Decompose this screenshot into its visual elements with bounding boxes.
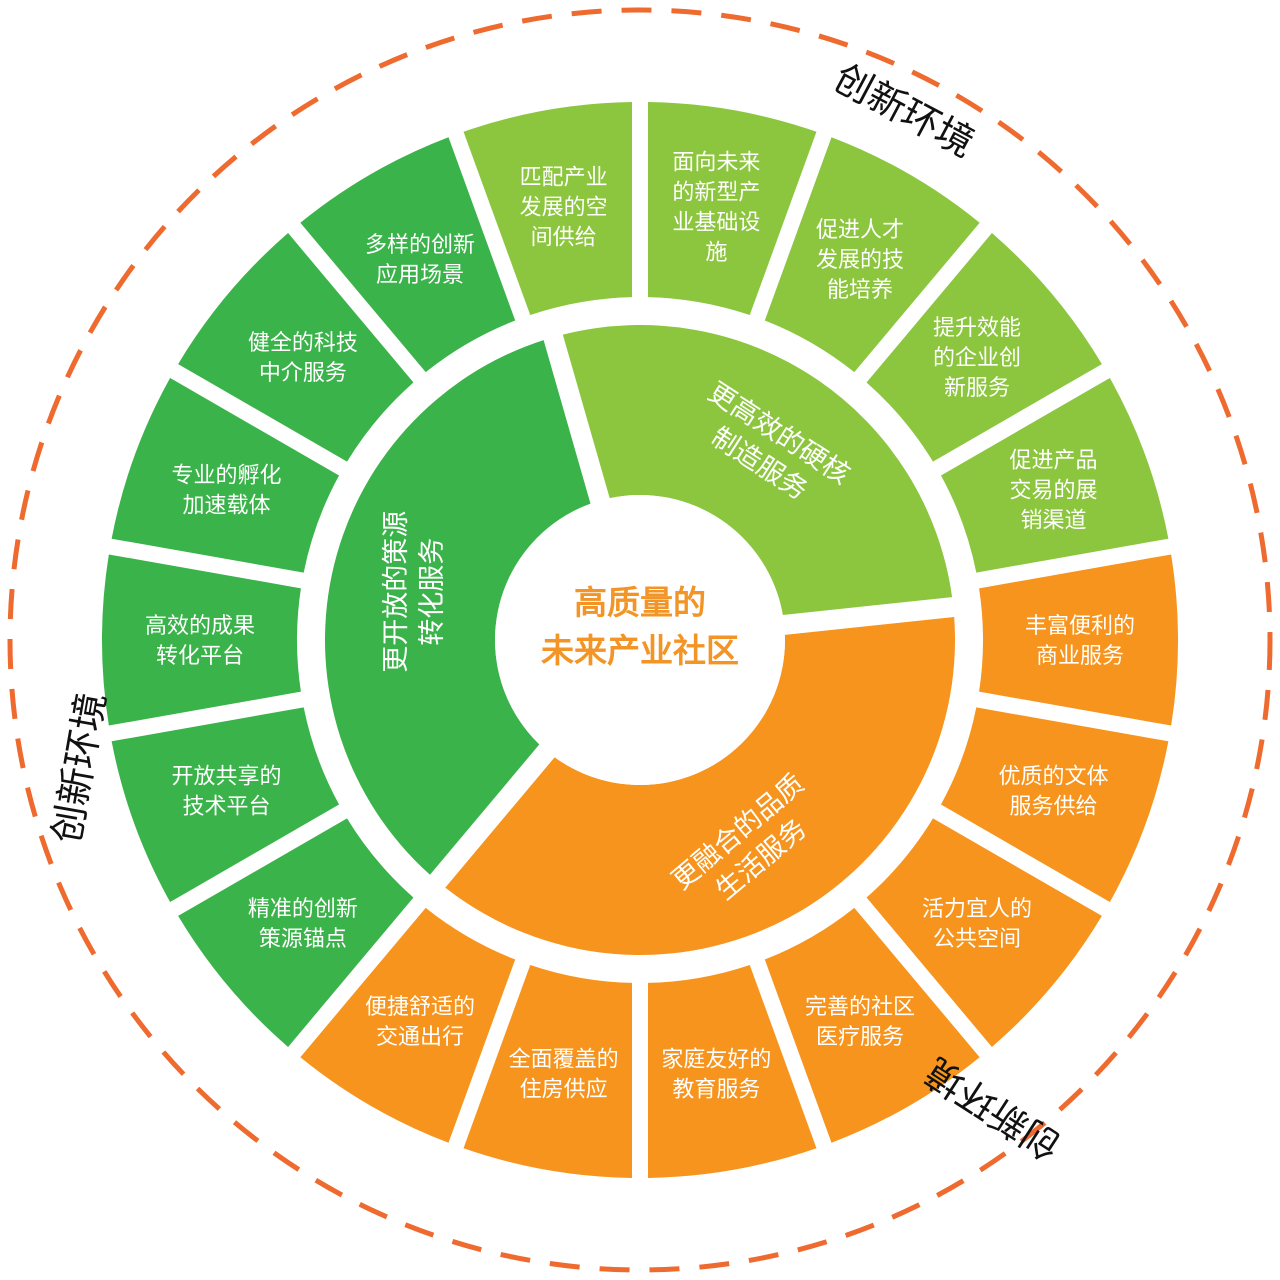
outer-segment-shape — [866, 233, 1102, 462]
environment-label-left: 创新环境 — [44, 689, 114, 846]
outer-segment-label: 中介服务 — [259, 361, 347, 386]
outer-segment-shape — [111, 377, 340, 573]
outer-segment-label: 施 — [705, 241, 727, 266]
inner-ring: 更高效的硬核制造服务更融合的品质生活服务更开放的策源转化服务 — [324, 324, 955, 955]
center-hub: 高质量的 未来产业社区 — [495, 495, 785, 785]
outer-segment-label: 医疗服务 — [816, 1025, 904, 1050]
outer-segment-label: 间供给 — [531, 226, 597, 251]
outer-segment-shape — [940, 377, 1169, 573]
outer-segment-label: 健全的科技 — [248, 331, 358, 356]
environment-label-bottom-right: 创新环境 — [917, 1049, 1068, 1169]
outer-segment-label: 匹配产业 — [520, 166, 608, 191]
outer-segment-label: 专业的孵化 — [172, 464, 282, 489]
outer-segment-label: 公共空间 — [933, 927, 1021, 952]
outer-segment-shape — [979, 554, 1178, 726]
center-title-line2: 未来产业社区 — [541, 631, 739, 670]
inner-segment-shape — [445, 617, 955, 955]
outer-segment-label: 加速载体 — [183, 494, 271, 519]
outer-segment-label: 能培养 — [827, 278, 893, 303]
outer-segment-label: 促进产品 — [1009, 449, 1097, 474]
outer-segment-label: 精准的创新 — [248, 897, 358, 922]
outer-segment-shape — [647, 102, 817, 316]
outer-segment-label: 交易的展 — [1009, 479, 1097, 504]
outer-segment-label: 活力宜人的 — [922, 897, 1032, 922]
outer-segment-label: 优质的文体 — [998, 764, 1108, 789]
outer-segment-label: 住房供应 — [520, 1077, 608, 1102]
outer-segment-shape — [111, 707, 340, 903]
outer-segment-label: 应用场景 — [376, 263, 464, 288]
outer-segment-shape — [300, 137, 516, 373]
outer-segment-shape — [463, 964, 633, 1178]
outer-segment-shape — [647, 964, 817, 1178]
outer-segment-shape — [764, 907, 980, 1143]
inner-segment-innovation: 更开放的策源转化服务 — [324, 340, 591, 875]
inner-segment-label: 更开放的策源 — [381, 511, 412, 673]
outer-segment-shape — [178, 818, 414, 1047]
outer-segment-shape — [940, 707, 1169, 903]
outer-segment-label: 新服务 — [944, 376, 1010, 401]
outer-segment-label: 的新型产 — [672, 181, 760, 206]
outer-segment-label: 面向未来 — [672, 151, 760, 176]
outer-segment-label: 技术平台 — [183, 794, 271, 819]
outer-segment-label: 丰富便利的 — [1025, 614, 1135, 639]
outer-segment-label: 发展的空 — [520, 196, 608, 221]
outer-ring: 面向未来的新型产业基础设施促进人才发展的技能培养提升效能的企业创新服务促进产品交… — [101, 102, 1178, 1178]
outer-segment-label: 的企业创 — [933, 346, 1021, 371]
outer-segment-label: 高效的成果 — [145, 614, 255, 639]
outer-segment-shape — [178, 233, 414, 462]
outer-segment-label: 全面覆盖的 — [509, 1047, 619, 1072]
outer-segment-label: 多样的创新 — [365, 233, 475, 258]
outer-segment-label: 教育服务 — [672, 1077, 760, 1102]
outer-segment-label: 服务供给 — [1009, 794, 1097, 819]
outer-segment-label: 业基础设 — [672, 211, 760, 236]
inner-segment-label: 转化服务 — [417, 538, 448, 646]
outer-segment-shape — [764, 137, 980, 373]
outer-segment-label: 开放共享的 — [172, 764, 282, 789]
outer-segment-label: 家庭友好的 — [661, 1047, 771, 1072]
outer-segment-label: 转化平台 — [156, 644, 244, 669]
outer-segment-shape — [866, 818, 1102, 1047]
innovation-environment-dashed-ring — [7, 7, 1273, 1273]
outer-segment-shape — [463, 102, 633, 316]
outer-segment-label: 策源锚点 — [259, 927, 347, 952]
outer-segment-label: 完善的社区 — [805, 995, 915, 1020]
center-circle — [495, 495, 785, 785]
outer-segment-label: 便捷舒适的 — [365, 995, 475, 1020]
outer-segment-label: 发展的技 — [816, 248, 904, 273]
outer-segment-label: 销渠道 — [1020, 509, 1086, 534]
outer-segment-shape — [300, 907, 516, 1143]
inner-segment-shape — [562, 324, 953, 615]
center-title-line1: 高质量的 — [574, 583, 706, 622]
outer-segment-label: 促进人才 — [816, 218, 904, 243]
outer-segment-label: 交通出行 — [376, 1025, 464, 1050]
outer-segment-shape — [101, 554, 301, 726]
outer-segment-label: 商业服务 — [1036, 644, 1124, 669]
inner-segment-shape — [324, 340, 591, 875]
outer-segment-label: 提升效能 — [933, 316, 1021, 341]
